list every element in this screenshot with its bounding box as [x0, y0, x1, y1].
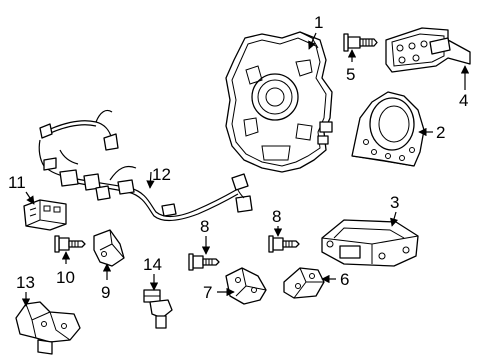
part-14-sensor: [143, 289, 173, 329]
callout-13: 13: [16, 273, 35, 292]
part-11-connector: [23, 199, 67, 231]
part-5-bolt: [343, 33, 378, 52]
callout-9: 9: [101, 283, 110, 302]
callout-3: 3: [390, 193, 399, 212]
callout-14: 14: [143, 255, 162, 274]
callout-6: 6: [340, 270, 349, 289]
part-8-bolt-a: [268, 235, 300, 253]
callout-7: 7: [203, 283, 212, 302]
part-8-bolt-b: [188, 253, 220, 271]
callout-5: 5: [346, 65, 355, 84]
part-2-sensor-ring: [351, 91, 425, 167]
part-12-wiring-harness: [38, 109, 253, 222]
part-4-bracket: [385, 27, 471, 73]
part-10-bolt: [54, 235, 86, 253]
part-9-impact-sensor: [93, 229, 125, 267]
callout-1: 1: [314, 13, 323, 32]
callout-10: 10: [56, 268, 75, 287]
callout-4: 4: [459, 91, 468, 110]
part-6-sensor: [283, 267, 325, 299]
part-1-clock-spring: [225, 31, 333, 173]
part-13-sensor-bracket: [15, 301, 81, 355]
part-7-sensor: [225, 267, 267, 305]
part-3-control-module: [321, 219, 419, 267]
callout-8-lower: 8: [200, 217, 209, 236]
callout-8-upper: 8: [272, 207, 281, 226]
callout-11: 11: [8, 173, 26, 192]
callout-2: 2: [436, 123, 445, 142]
callout-leaders: [21, 32, 470, 307]
callout-12: 12: [152, 165, 171, 184]
